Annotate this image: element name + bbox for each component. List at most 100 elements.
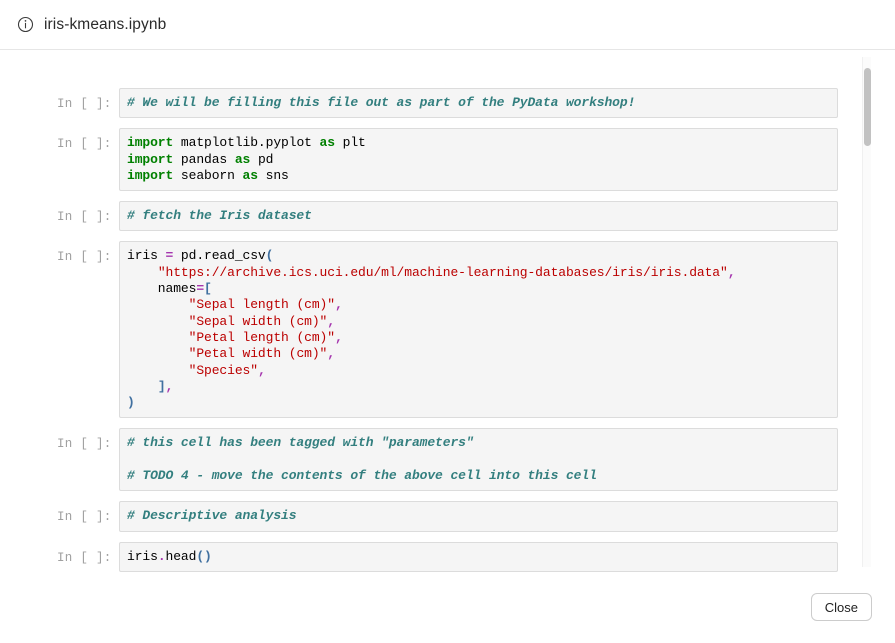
token-plain: sns xyxy=(257,167,289,183)
token-op: , xyxy=(334,297,343,313)
token-plain: names xyxy=(127,281,197,297)
token-plain xyxy=(127,363,189,378)
code-line: "Petal width (cm)", xyxy=(127,346,829,362)
token-punct: ] xyxy=(157,378,166,394)
token-plain: head xyxy=(165,548,197,564)
token-keyword: import xyxy=(127,151,174,167)
token-op: , xyxy=(165,378,174,394)
code-line: # fetch the Iris dataset xyxy=(127,208,829,224)
token-op: , xyxy=(727,264,736,280)
token-plain: iris xyxy=(127,548,158,564)
token-plain xyxy=(127,314,189,329)
cell-prompt: In [ ]: xyxy=(57,437,112,452)
code-line: ], xyxy=(127,379,829,395)
token-keyword: import xyxy=(127,167,174,183)
token-keyword: as xyxy=(234,151,251,167)
vertical-scrollbar-track[interactable] xyxy=(862,57,871,567)
vertical-scrollbar-thumb[interactable] xyxy=(864,68,871,146)
token-comment: # TODO 4 - move the contents of the abov… xyxy=(127,468,597,484)
cell-comment-intro: In [ ]: # We will be filling this file ou… xyxy=(57,88,838,119)
code-line: names=[ xyxy=(127,281,829,297)
code-line xyxy=(127,452,829,468)
notebook-cell-list: In [ ]: # We will be filling this file ou… xyxy=(0,51,895,572)
cell-read-csv: In [ ]: iris = pd.read_csv( "https://arch… xyxy=(57,241,838,419)
token-plain: seaborn xyxy=(173,167,243,183)
footer-bar: Close xyxy=(0,579,895,643)
token-punct: () xyxy=(196,548,212,564)
code-line: # We will be filling this file out as pa… xyxy=(127,95,829,111)
code-line: "https://archive.ics.uci.edu/ml/machine-… xyxy=(127,265,829,281)
token-string: "Sepal length (cm)" xyxy=(188,297,335,313)
token-comment: # fetch the Iris dataset xyxy=(127,208,312,224)
code-line: "Sepal length (cm)", xyxy=(127,297,829,313)
token-plain: pd xyxy=(250,151,274,167)
cell-iris-head: In [ ]: iris.head() xyxy=(57,541,838,572)
notebook-scroll-area[interactable]: In [ ]: # We will be filling this file ou… xyxy=(0,51,895,579)
cell-comment-descriptive: In [ ]: # Descriptive analysis xyxy=(57,501,838,532)
token-op: = xyxy=(196,281,205,297)
token-plain xyxy=(127,330,189,345)
page-title: iris-kmeans.ipynb xyxy=(44,15,167,33)
cell-editor[interactable]: # We will be filling this file out as pa… xyxy=(119,88,838,119)
token-keyword: as xyxy=(319,135,336,151)
token-comment: # Descriptive analysis xyxy=(127,508,297,524)
token-string: "Petal width (cm)" xyxy=(188,346,328,362)
info-circle-icon xyxy=(17,16,34,33)
code-line: "Species", xyxy=(127,363,829,379)
token-plain xyxy=(127,265,158,280)
cell-editor[interactable]: # fetch the Iris dataset xyxy=(119,201,838,232)
code-line: # this cell has been tagged with "parame… xyxy=(127,435,829,451)
token-keyword: import xyxy=(127,135,174,151)
token-punct: ) xyxy=(127,395,135,411)
token-string: "Sepal width (cm)" xyxy=(188,313,328,329)
code-line: ) xyxy=(127,395,829,411)
cell-editor[interactable]: iris = pd.read_csv( "https://archive.ics… xyxy=(119,241,838,419)
cell-prompt: In [ ]: xyxy=(57,210,112,225)
token-plain: plt xyxy=(334,135,366,151)
cell-parameters: In [ ]: # this cell has been tagged with … xyxy=(57,428,838,492)
token-op: , xyxy=(334,329,343,345)
code-line: "Sepal width (cm)", xyxy=(127,314,829,330)
cell-prompt: In [ ]: xyxy=(57,550,112,565)
cell-prompt: In [ ]: xyxy=(57,137,112,152)
token-op: = xyxy=(165,248,174,264)
token-op: , xyxy=(327,313,335,329)
cell-editor[interactable]: # Descriptive analysis xyxy=(119,501,838,532)
token-dot: . xyxy=(157,548,166,564)
token-plain xyxy=(127,297,189,312)
token-punct: ( xyxy=(265,248,274,264)
code-line: iris.head() xyxy=(127,549,829,565)
cell-comment-fetch: In [ ]: # fetch the Iris dataset xyxy=(57,201,838,232)
token-plain: pandas xyxy=(173,151,235,167)
code-line: # Descriptive analysis xyxy=(127,508,829,524)
token-op: , xyxy=(327,346,335,362)
cell-prompt: In [ ]: xyxy=(57,250,112,265)
code-line: "Petal length (cm)", xyxy=(127,330,829,346)
token-op: , xyxy=(257,362,266,378)
cell-prompt: In [ ]: xyxy=(57,97,112,111)
code-line: iris = pd.read_csv( xyxy=(127,248,829,264)
token-plain: matplotlib.pyplot xyxy=(173,135,320,151)
token-plain: iris xyxy=(127,248,166,264)
token-comment: # We will be filling this file out as pa… xyxy=(127,95,636,110)
close-button[interactable]: Close xyxy=(810,593,872,621)
code-line: # TODO 4 - move the contents of the abov… xyxy=(127,468,829,484)
token-plain xyxy=(127,379,158,394)
token-string: "Species" xyxy=(188,362,258,378)
token-plain: pd.read_csv xyxy=(173,248,266,264)
token-string: "Petal length (cm)" xyxy=(188,329,335,345)
cell-prompt: In [ ]: xyxy=(57,510,112,525)
code-line: import pandas as pd xyxy=(127,152,829,168)
token-plain xyxy=(127,346,189,361)
token-string: "https://archive.ics.uci.edu/ml/machine-… xyxy=(157,264,728,280)
cell-editor[interactable]: # this cell has been tagged with "parame… xyxy=(119,428,838,492)
token-keyword: as xyxy=(242,167,259,183)
cell-editor[interactable]: iris.head() xyxy=(119,541,838,572)
titlebar: iris-kmeans.ipynb xyxy=(0,0,895,50)
code-line: import matplotlib.pyplot as plt xyxy=(127,135,829,151)
token-punct: [ xyxy=(204,281,212,297)
code-line: import seaborn as sns xyxy=(127,168,829,184)
